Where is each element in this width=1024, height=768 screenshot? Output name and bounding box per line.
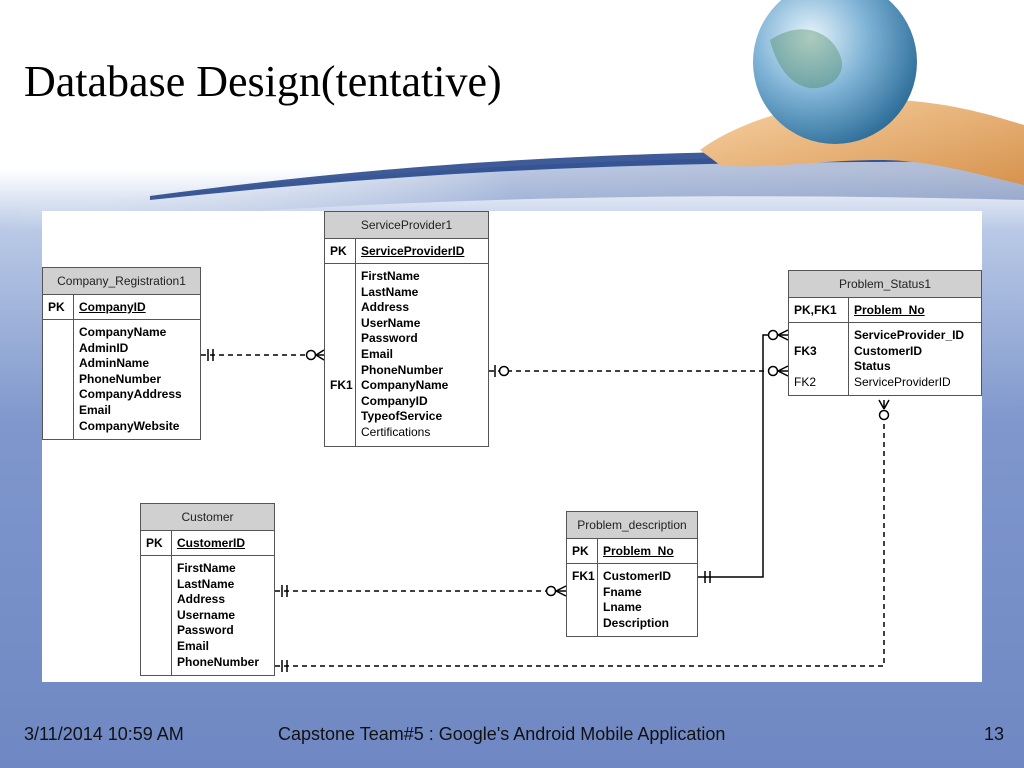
entity-attribute: PhoneNumber	[361, 362, 444, 377]
globe-hand-image	[700, 0, 1024, 185]
entity-attribute: ServiceProviderID	[854, 374, 951, 389]
entity-attribute: Fname	[603, 584, 642, 599]
key-label: FK3	[794, 343, 817, 358]
key-label: PK	[325, 239, 356, 263]
entity-attribute: Password	[177, 623, 234, 638]
footer-date: 3/11/2014 10:59 AM	[24, 724, 184, 744]
entity-attribute: Description	[603, 615, 670, 630]
rel-problem-status	[698, 334, 771, 578]
entity-attribute: FirstName	[361, 269, 420, 283]
entity-attribute: UserName	[361, 315, 421, 330]
footer-page-number: 13	[984, 724, 1005, 744]
relationship-lines	[201, 329, 890, 672]
entity-attribute: AdminID	[79, 340, 129, 355]
key-label	[330, 409, 355, 425]
entity-attribute: Address	[361, 300, 410, 315]
entity-attribute: Email	[79, 402, 112, 417]
entity-attribute: TypeofService	[361, 409, 443, 424]
pk-row: PK Problem_No	[567, 539, 697, 564]
pk-attribute: ServiceProviderID	[361, 244, 465, 258]
entity-attribute: CompanyWebsite	[79, 418, 180, 433]
key-label: PK	[141, 531, 172, 555]
key-label	[330, 347, 355, 363]
entity-attribute: Password	[361, 331, 418, 346]
entity-attribute: PhoneNumber	[79, 371, 162, 386]
pk-row: PK ServiceProviderID	[325, 239, 488, 264]
pk-row: PK,FK1 Problem_No	[789, 298, 981, 323]
er-diagram: Company_Registration1 PK CompanyID Compa…	[42, 211, 982, 682]
entity-title: Company_Registration1	[43, 268, 200, 295]
pk-row: PK CompanyID	[43, 295, 200, 320]
key-label	[330, 300, 355, 316]
entity-title: Customer	[141, 504, 274, 531]
entity-title: ServiceProvider1	[325, 212, 488, 239]
pk-attribute: Problem_No	[854, 303, 925, 317]
entity-attribute: LastName	[361, 284, 419, 299]
key-column	[43, 320, 74, 440]
entity-attribute: Status	[854, 359, 891, 374]
entity-attribute: CustomerID	[603, 569, 672, 583]
pk-attribute: Problem_No	[603, 544, 674, 558]
slide-title: Database Design(tentative)	[24, 57, 502, 106]
entity-attribute: Address	[177, 592, 226, 607]
footer-title: Capstone Team#5 : Google's Android Mobil…	[278, 724, 726, 744]
key-column	[141, 556, 172, 676]
entity-company-registration: Company_Registration1 PK CompanyID Compa…	[42, 267, 201, 441]
entity-attribute: CustomerID	[854, 343, 923, 358]
key-label: FK2	[794, 374, 817, 389]
entity-attribute: LastName	[177, 576, 235, 591]
key-label: PK,FK1	[789, 298, 849, 322]
entity-attribute: CompanyName	[361, 378, 449, 393]
entity-attribute: PhoneNumber	[177, 654, 260, 669]
entity-attribute: CompanyID	[361, 393, 428, 408]
key-column: FK1	[325, 264, 356, 446]
key-label	[330, 331, 355, 347]
entity-attribute: ServiceProvider_ID	[854, 328, 965, 342]
key-label	[330, 394, 355, 410]
key-label	[794, 328, 848, 344]
key-label: FK1	[330, 378, 353, 393]
entity-attribute: CompanyAddress	[79, 387, 182, 402]
entity-title: Problem_description	[567, 512, 697, 539]
rel-customer-status	[275, 421, 885, 667]
key-label	[330, 316, 355, 332]
entity-attribute: Lname	[603, 600, 642, 615]
entity-attribute: CompanyName	[79, 325, 167, 339]
entity-serviceprovider: ServiceProvider1 PK ServiceProviderID FK…	[324, 211, 489, 447]
entity-attribute: Email	[361, 346, 394, 361]
entity-attribute: AdminName	[79, 356, 150, 371]
key-label: PK	[567, 539, 598, 563]
key-label: PK	[43, 295, 74, 319]
pk-attribute: CustomerID	[177, 536, 246, 550]
key-label: FK1	[572, 569, 595, 583]
key-column: FK1	[567, 564, 598, 637]
key-label	[330, 269, 355, 285]
entity-attribute: Certifications	[361, 424, 431, 439]
pk-row: PK CustomerID	[141, 531, 274, 556]
key-label	[330, 285, 355, 301]
entity-attribute: Username	[177, 607, 236, 622]
entity-problem-description: Problem_description PK Problem_No FK1 Cu…	[566, 511, 698, 638]
entity-attribute: Email	[177, 638, 210, 653]
key-label	[330, 363, 355, 379]
entity-title: Problem_Status1	[789, 271, 981, 298]
entity-attribute: FirstName	[177, 561, 236, 575]
pk-attribute: CompanyID	[79, 300, 146, 314]
key-label	[794, 359, 848, 375]
